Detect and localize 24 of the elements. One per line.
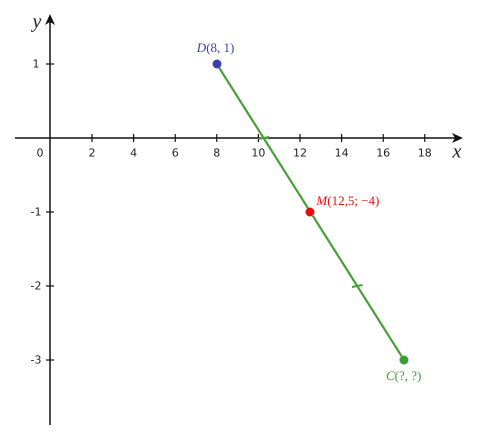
line-segment bbox=[218, 67, 309, 209]
point-label: D(8, 1) bbox=[196, 40, 234, 56]
axis-label: x bbox=[452, 140, 462, 164]
tick-label: 18 bbox=[418, 146, 432, 160]
tick-label: 4 bbox=[130, 146, 138, 160]
tick-label: 2 bbox=[88, 146, 96, 160]
tick-label: 14 bbox=[334, 146, 349, 160]
tick-label: 8 bbox=[213, 146, 220, 160]
tick-label: 10 bbox=[251, 146, 266, 160]
point-label: C(?, ?) bbox=[386, 368, 422, 384]
point-label: M(12,5; −4) bbox=[316, 193, 380, 209]
tick-label: -2 bbox=[30, 280, 42, 292]
tick-label: 1 bbox=[32, 58, 40, 70]
tick-label: -3 bbox=[30, 354, 42, 366]
line-segment bbox=[312, 215, 403, 357]
tick-label: 16 bbox=[376, 146, 390, 160]
point-marker bbox=[212, 60, 222, 68]
point-marker bbox=[400, 356, 408, 364]
tick-label: 12 bbox=[293, 146, 307, 160]
point-marker bbox=[306, 208, 315, 216]
tick-label: 6 bbox=[172, 146, 179, 160]
tick-label: 0 bbox=[36, 146, 44, 160]
tick-label: -1 bbox=[30, 206, 42, 218]
axis-label: y bbox=[32, 10, 42, 34]
